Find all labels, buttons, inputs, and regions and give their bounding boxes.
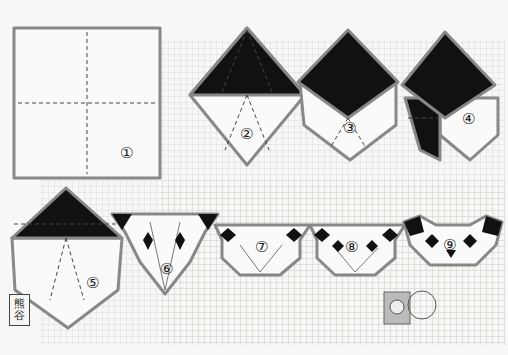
- step-number: ⑥: [160, 262, 173, 277]
- signature-box: 熊谷: [9, 294, 30, 326]
- author-name: 熊谷: [14, 298, 25, 322]
- step-number: ②: [240, 127, 253, 142]
- step-number: ⑤: [86, 276, 99, 291]
- step-number: ⑦: [255, 240, 268, 255]
- step-number: ③: [343, 121, 356, 136]
- step-number: ④: [462, 112, 475, 127]
- step-number: ⑨: [443, 238, 456, 253]
- step-number: ①: [120, 146, 133, 161]
- step-number: ⑧: [345, 240, 358, 255]
